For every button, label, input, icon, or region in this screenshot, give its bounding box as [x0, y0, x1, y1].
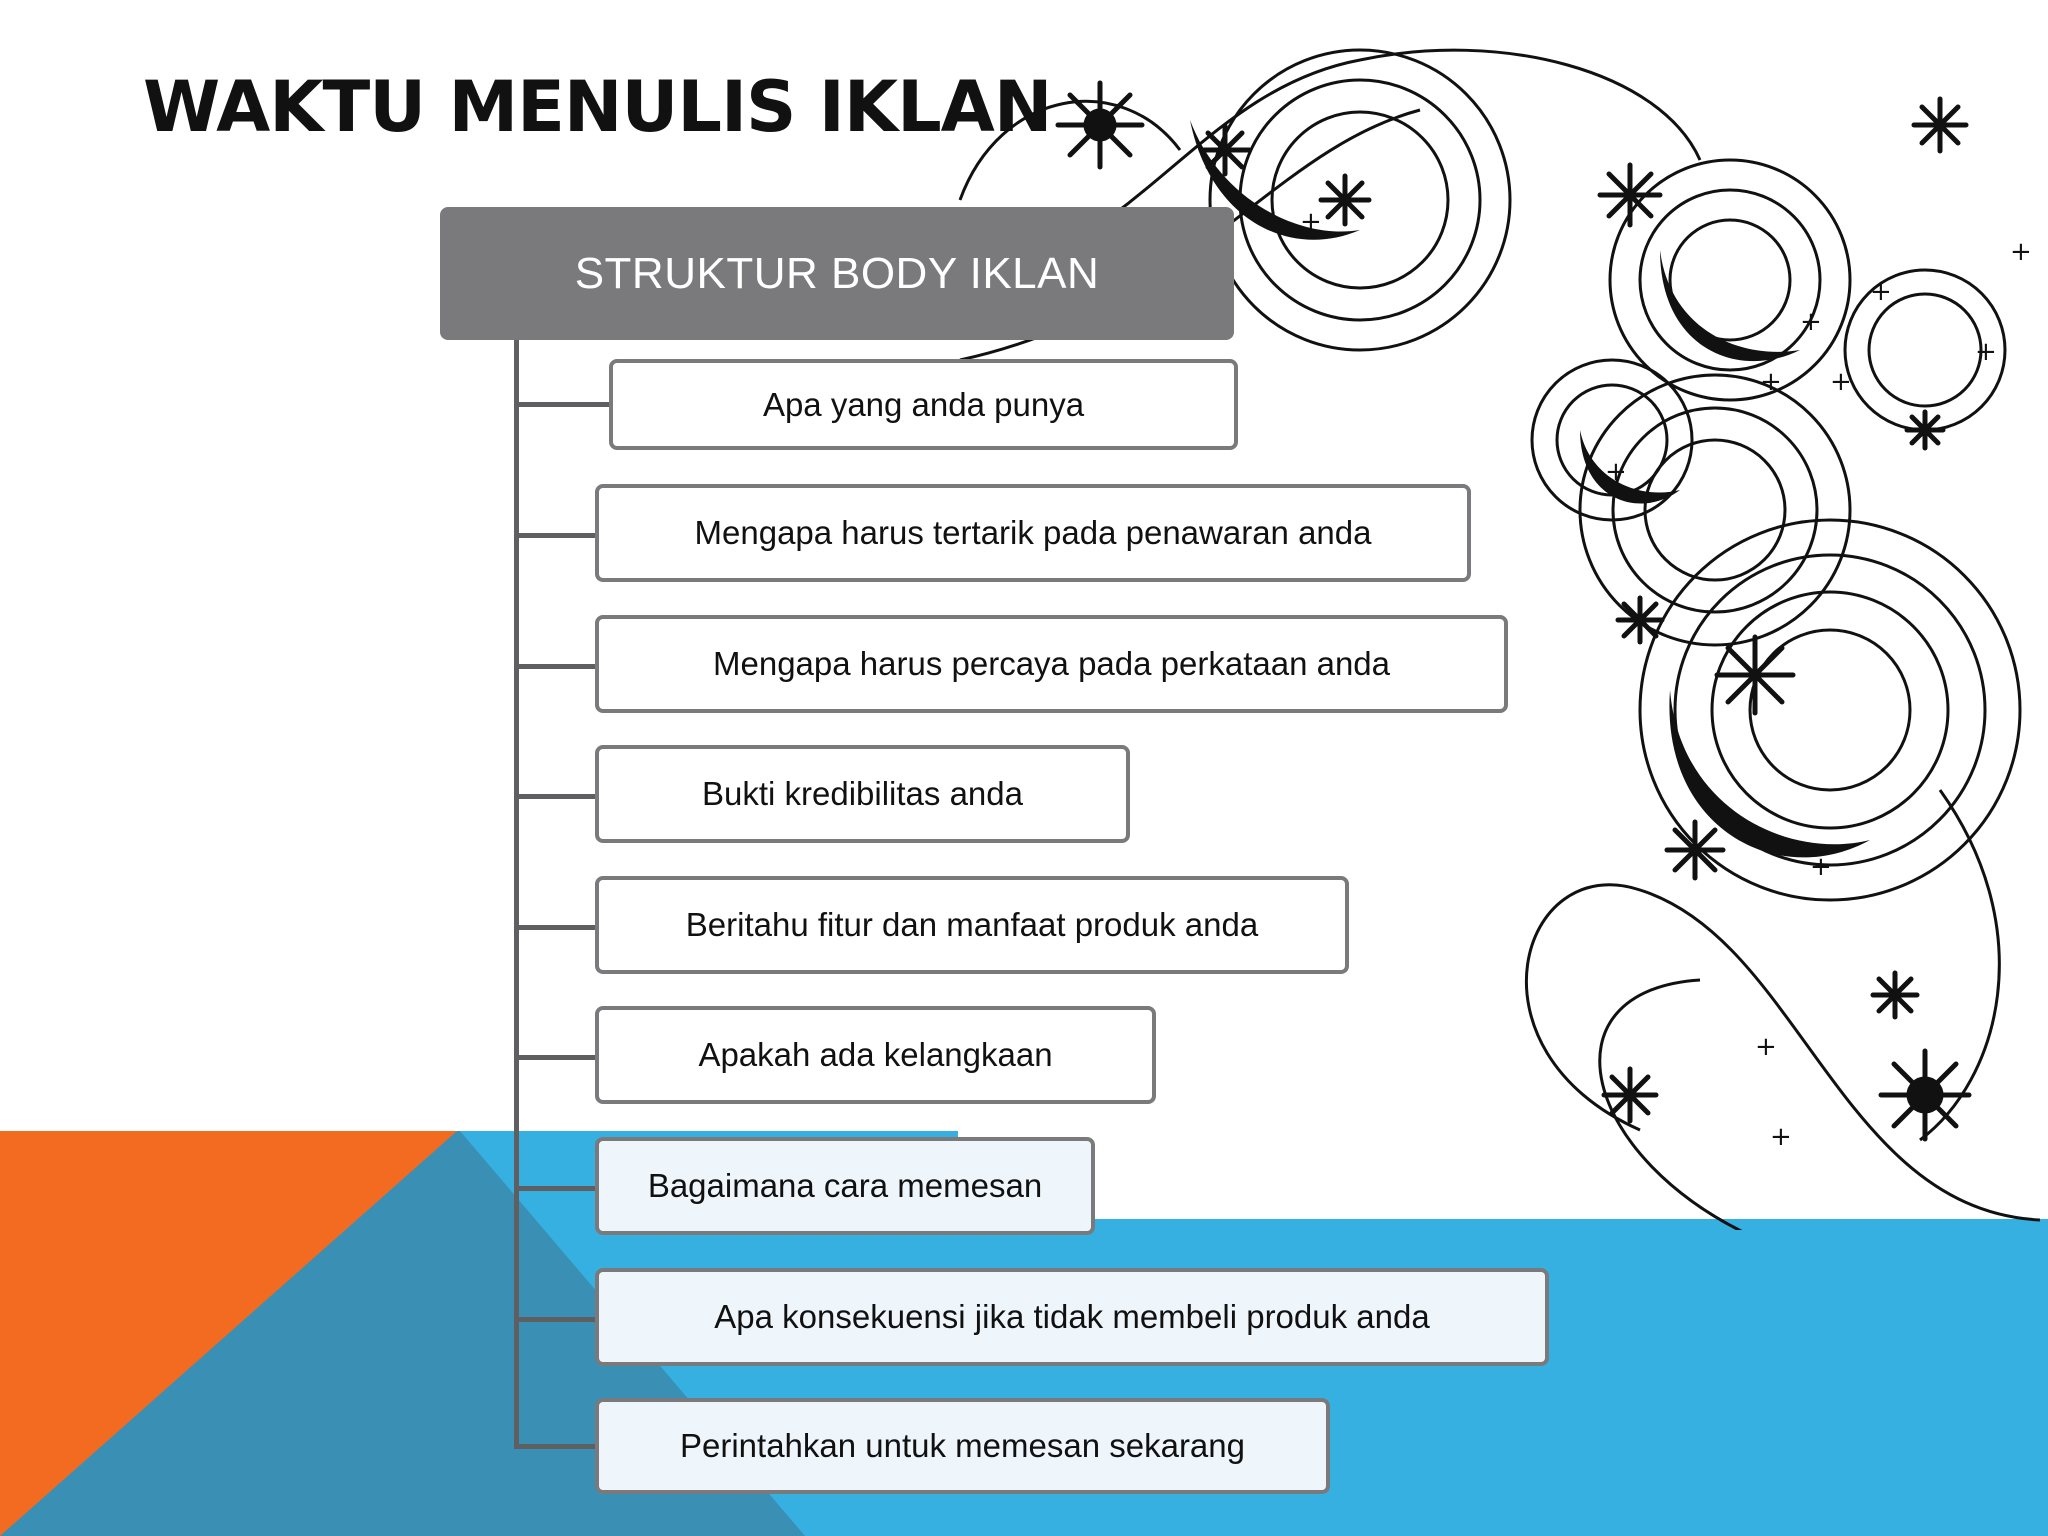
svg-text:+: +: [1760, 367, 1782, 397]
diagram-root-label: STRUKTUR BODY IKLAN: [574, 248, 1100, 298]
orange-triangle: [0, 1131, 457, 1536]
diagram-item-label: Bukti kredibilitas anda: [701, 775, 1023, 812]
diagram-item-box: Beritahu fitur dan manfaat produk anda: [595, 876, 1349, 974]
connector-trunk: [514, 340, 519, 1448]
diagram-item-box: Apa konsekuensi jika tidak membeli produ…: [595, 1268, 1549, 1366]
connector-branch: [514, 925, 596, 930]
diagram-item-label: Mengapa harus percaya pada perkataan and…: [713, 645, 1390, 682]
slide-title: WAKTU MENULIS IKLAN: [143, 66, 1052, 148]
diagram-item-label: Mengapa harus tertarik pada penawaran an…: [694, 514, 1372, 551]
svg-text:+: +: [2010, 237, 2032, 267]
connector-branch: [514, 1186, 596, 1191]
svg-text:+: +: [1300, 207, 1322, 237]
diagram-item-box: Bagaimana cara memesan: [595, 1137, 1095, 1235]
diagram-item-label: Apa konsekuensi jika tidak membeli produ…: [714, 1298, 1430, 1335]
connector-branch: [514, 533, 596, 538]
connector-branch: [514, 1444, 596, 1449]
svg-text:+: +: [1830, 367, 1852, 397]
connector-branch: [514, 402, 610, 407]
diagram-item-label: Apa yang anda punya: [762, 385, 1085, 423]
diagram-item-label: Bagaimana cara memesan: [647, 1167, 1043, 1204]
white-inset: [958, 1131, 2048, 1219]
diagram-item-label: Beritahu fitur dan manfaat produk anda: [685, 906, 1259, 943]
diagram-item-box: Mengapa harus percaya pada perkataan and…: [595, 615, 1508, 713]
diagram-item-box: Apakah ada kelangkaan: [595, 1006, 1156, 1104]
diagram-item-box: Mengapa harus tertarik pada penawaran an…: [595, 484, 1471, 582]
connector-branch: [514, 794, 596, 799]
svg-text:+: +: [1800, 307, 1822, 337]
diagram-root-box: STRUKTUR BODY IKLAN: [440, 207, 1234, 340]
connector-branch: [514, 1317, 596, 1322]
svg-text:+: +: [1975, 337, 1997, 367]
diagram-item-label: Perintahkan untuk memesan sekarang: [680, 1427, 1245, 1464]
diagram-item-box: Bukti kredibilitas anda: [595, 745, 1130, 843]
connector-branch: [514, 664, 596, 669]
diagram-item-box: Perintahkan untuk memesan sekarang: [595, 1398, 1330, 1494]
svg-text:+: +: [1755, 1032, 1777, 1062]
svg-text:+: +: [1770, 1122, 1792, 1152]
diagram-item-box: Apa yang anda punya: [609, 359, 1238, 450]
svg-text:+: +: [1810, 852, 1832, 882]
svg-text:+: +: [1605, 457, 1627, 487]
svg-text:+: +: [1870, 277, 1892, 307]
diagram-item-label: Apakah ada kelangkaan: [698, 1036, 1053, 1073]
connector-branch: [514, 1055, 596, 1060]
